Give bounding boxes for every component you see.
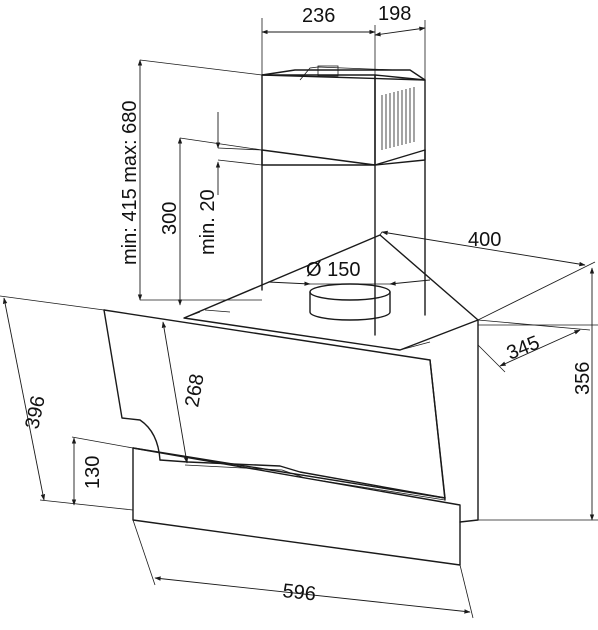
chimney-lower (261, 149, 426, 336)
dim-198: 198 (374, 3, 426, 80)
dim-chimney-height: min: 415 max: 680 (119, 59, 263, 301)
label-chimney-height-range: min: 415 max: 680 (119, 100, 141, 265)
dim-236: 236 (261, 5, 376, 75)
label-glass-lower: 130 (82, 456, 104, 489)
vent-grille (381, 87, 415, 150)
label-chimney-width: 236 (302, 5, 335, 27)
label-glass-height-total: 396 (21, 394, 49, 431)
dim-300: 300 (159, 137, 263, 306)
dim-400: 400 (379, 229, 596, 321)
label-glass-upper: 268 (181, 372, 208, 409)
label-duct-diameter: Ø 150 (306, 259, 360, 281)
label-hood-width-top: 400 (468, 229, 501, 251)
glass-panel (103, 309, 446, 501)
label-overall-width: 596 (281, 580, 316, 605)
hood-top-plate (183, 234, 479, 351)
label-min-overlap: min. 20 (197, 189, 219, 255)
duct-collar (309, 283, 391, 321)
label-hood-height: 356 (572, 362, 594, 395)
chimney-upper (261, 65, 426, 166)
dim-130: 130 (71, 436, 134, 506)
dim-min-20: min. 20 (197, 112, 263, 255)
label-hood-depth: 345 (504, 332, 543, 365)
label-lower-section: 300 (159, 202, 181, 235)
dim-596: 596 (132, 519, 474, 619)
label-chimney-depth: 198 (378, 3, 411, 25)
dim-396: 396 (0, 295, 134, 511)
lower-glass-panel (132, 447, 461, 566)
dim-diameter: Ø 150 (267, 259, 431, 286)
dim-356: 356 (478, 267, 598, 521)
dim-268: 268 (161, 321, 209, 464)
